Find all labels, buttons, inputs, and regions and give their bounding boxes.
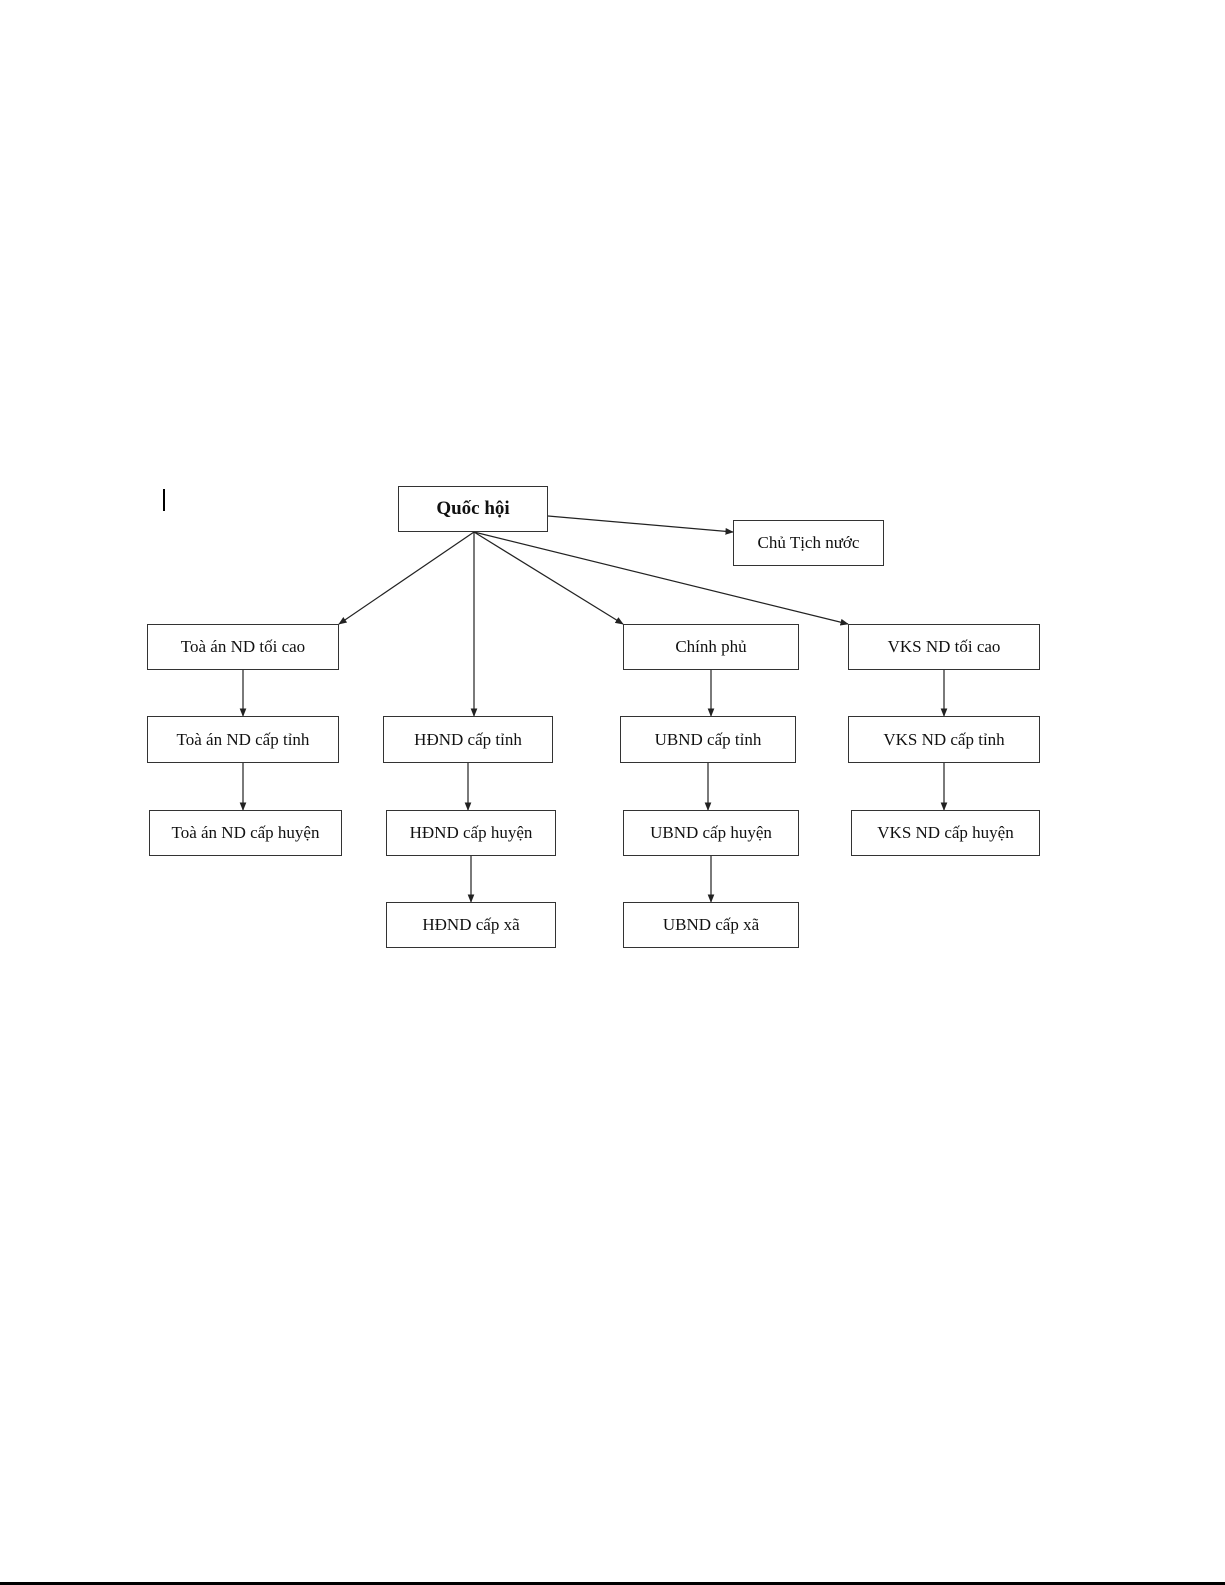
node-hdnd-cap-xa: HĐND cấp xã [386,902,556,948]
node-vks-cap-huyen: VKS ND cấp huyện [851,810,1040,856]
node-ubnd-cap-xa: UBND cấp xã [623,902,799,948]
node-toa-an-toi-cao: Toà án ND tối cao [147,624,339,670]
node-ubnd-cap-huyen: UBND cấp huyện [623,810,799,856]
node-chu-tich-nuoc: Chủ Tịch nước [733,520,884,566]
node-vks-toi-cao: VKS ND tối cao [848,624,1040,670]
text-cursor [163,489,165,511]
node-hdnd-cap-huyen: HĐND cấp huyện [386,810,556,856]
node-hdnd-cap-tinh: HĐND cấp tỉnh [383,716,553,763]
node-ubnd-cap-tinh: UBND cấp tỉnh [620,716,796,763]
edge-quoc-hoi-to-chinh-phu [474,532,623,624]
node-toa-an-cap-huyen: Toà án ND cấp huyện [149,810,342,856]
node-vks-cap-tinh: VKS ND cấp tỉnh [848,716,1040,763]
node-quoc-hoi: Quốc hội [398,486,548,532]
node-chinh-phu: Chính phủ [623,624,799,670]
edge-quoc-hoi-to-toa-an-toi-cao [339,532,474,624]
edge-quoc-hoi-to-chu-tich-nuoc [548,516,733,532]
node-toa-an-cap-tinh: Toà án ND cấp tỉnh [147,716,339,763]
